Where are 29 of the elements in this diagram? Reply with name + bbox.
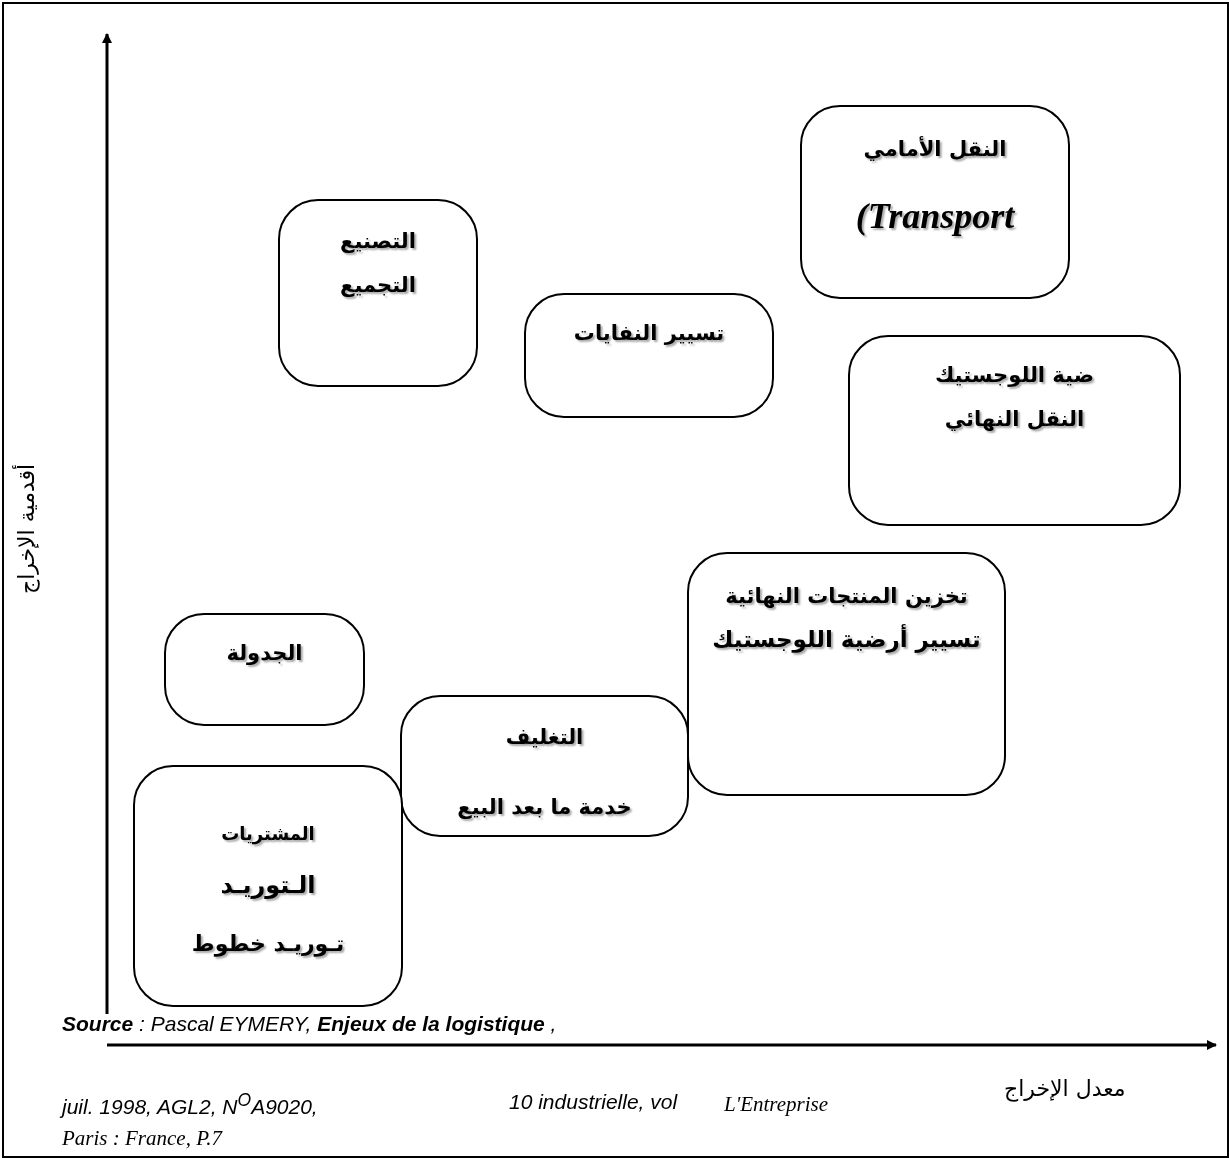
box-label: (Transport (854, 195, 1016, 237)
rounded-box (848, 335, 1181, 526)
box-label: تـوريـد خطوط (190, 931, 346, 956)
rounded-box (164, 613, 365, 726)
rounded-box (687, 552, 1006, 796)
axis-title: أقدمية الإخراج (14, 463, 39, 594)
rounded-box (524, 293, 774, 418)
box-label: المشتريات (220, 823, 316, 844)
source-note: 10 industrielle, vol (509, 1090, 678, 1114)
box-label: تخزين المنتجات النهائية (724, 584, 969, 608)
box-label: التغليف (504, 725, 585, 749)
box-label: التجميع (339, 273, 417, 297)
rounded-box (133, 765, 403, 1007)
rounded-box (400, 695, 689, 837)
box-label: النقل الأمامي (862, 137, 1008, 161)
box-label: خدمة ما بعد البيع (456, 795, 633, 819)
box-label: الـتوريـد (219, 871, 317, 899)
box-label: التصنيع (339, 229, 417, 253)
box-label: تسيير النفايات (572, 321, 726, 345)
axis-title: معدل الإخراج (1004, 1076, 1126, 1101)
source-note: Source : Pascal EYMERY, Enjeux de la logistique , (62, 1012, 557, 1036)
source-note: L'Entreprise (724, 1092, 829, 1117)
box-label: الجدولة (225, 641, 304, 665)
source-note: Paris : France, P.7 (62, 1126, 222, 1151)
rounded-box (800, 105, 1070, 299)
box-label: ضية اللوجستيك (934, 363, 1095, 387)
box-label: النقل النهائي (943, 407, 1086, 431)
box-label: تسيير أرضية اللوجستيك (711, 626, 982, 652)
rounded-box (278, 199, 478, 387)
